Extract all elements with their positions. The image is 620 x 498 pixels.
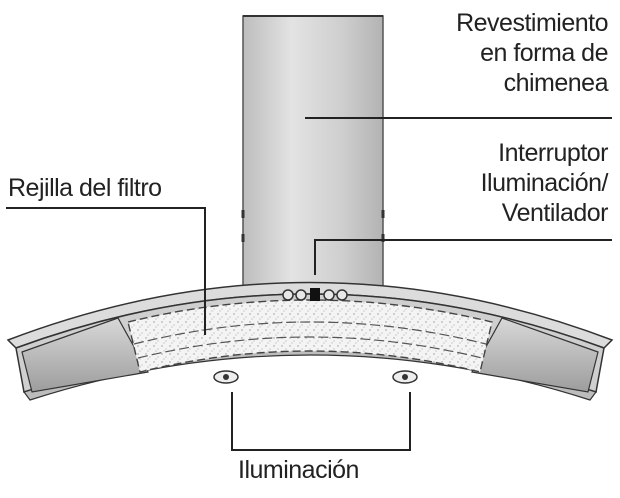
label-filter-grille: Rejilla del filtro [8,174,162,202]
knob-icon [336,289,348,301]
side-panel-right [471,317,599,393]
side-panel-left [21,317,149,393]
leader-switch [314,239,612,275]
knob-icon [323,289,335,301]
knob-icon [295,289,307,301]
filter-grille [127,299,493,373]
leader-filter [6,207,206,335]
label-line: Iluminación/ [480,169,609,197]
label-chimney-cover: Revestimiento en forma de chimenea [456,8,608,98]
label-line: Ventilador [501,199,609,227]
label-lighting: Iluminación [238,456,359,484]
leader-lighting [231,392,411,451]
lamp-left [213,370,239,384]
power-button-icon [310,288,320,301]
chimney-cover [241,15,385,289]
label-line: Revestimiento [456,9,608,37]
label-line: chimenea [503,69,609,97]
label-line: en forma de [480,39,608,67]
label-switch: Interruptor Iluminación/ Ventilador [480,138,609,228]
control-panel [282,288,348,301]
label-line: Interruptor [498,139,608,167]
leader-lines [6,117,612,451]
knob-icon [282,289,294,301]
lamp-right [392,370,418,384]
